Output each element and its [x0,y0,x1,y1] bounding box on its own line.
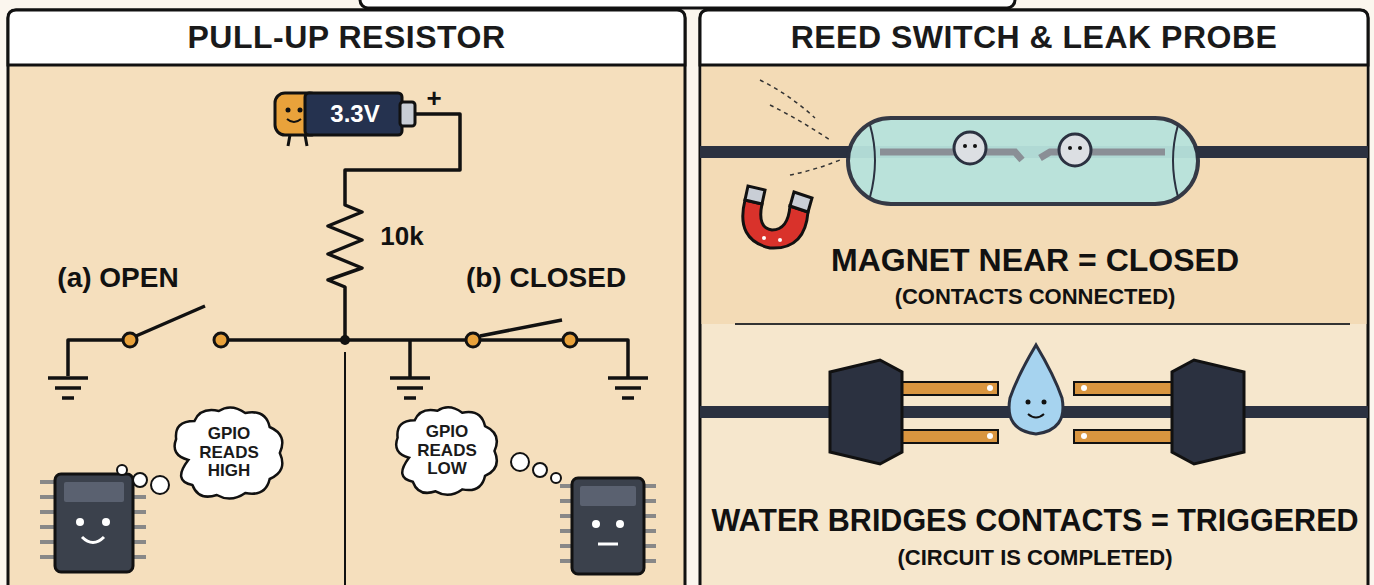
drawing-part [848,118,1198,204]
drawing-part [1059,134,1091,166]
drawing-part [533,463,547,477]
reed-switch [700,80,1368,204]
drawing-part [1009,345,1063,434]
drawing-part [298,108,303,113]
magnet [743,186,812,248]
drawing-part [598,543,618,546]
battery-voltage: 3.3V [330,100,379,128]
drawing-part [214,333,228,347]
drawing-part [1068,146,1072,150]
panel: PULL-UP RESISTOR GPIO READS HIGH GPIO READ… [8,10,685,585]
drawing-part [762,236,766,240]
caption-text: WATER BRIDGES CONTACTS = TRIGGERED [711,503,1358,538]
drawing-part [511,453,529,471]
ground-symbols [48,378,648,398]
microcontroller-low [511,453,656,574]
drawing-part [151,476,169,494]
drawing-part [702,66,1367,324]
drawing-part [760,80,840,175]
drawing-part [700,10,1368,585]
drawing-part [288,135,307,146]
drawing-part [987,385,993,391]
drawing-part [55,474,133,572]
drawing-part [123,333,137,347]
leak-probe [700,345,1368,464]
drawing-part [1081,385,1087,391]
drawing-part [900,430,998,443]
switch-state: (a) OPEN [57,262,178,294]
left-panel [8,10,685,585]
drawing-part [286,108,291,113]
drawing-part [390,378,430,398]
caption-note: (CIRCUIT IS COMPLETED) [898,545,1173,571]
drawing-part [1074,382,1176,395]
caption-note: (CONTACTS CONNECTED) [895,284,1176,310]
drawing-part [830,360,902,464]
open-switch-lever [136,306,205,336]
drawing-part [608,378,648,398]
thought-bubble: GPIO READS HIGH [168,405,290,501]
drawing-part [1026,400,1031,405]
drawing-part [1078,146,1082,150]
bubble-text: GPIO READS HIGH [168,405,290,501]
drawing-part [1042,400,1047,405]
thought-bubble: GPIO READS LOW [390,405,504,497]
drawing-part [1074,430,1176,443]
drawing-part [48,378,88,398]
drawing-part [735,323,1350,325]
drawing-part [778,238,782,242]
junction-dot [340,335,350,345]
drawing-part [580,486,636,506]
drawing-part [987,433,993,439]
drawing-part [745,186,812,212]
drawing-part [880,152,1022,160]
drawing-part [344,352,346,585]
drawing-part [551,473,561,483]
switch-contacts [123,333,577,347]
drawing-part [954,132,986,164]
drawing-part [64,482,124,502]
drawing-part [572,478,644,574]
drawing-part [82,537,104,543]
bubble-text: GPIO READS LOW [390,405,504,497]
drawing-part [408,340,412,378]
drawing-part [1172,360,1244,464]
drawing-part [1028,414,1044,418]
drawing-part [228,338,562,342]
drawing-part [900,382,998,395]
drawing-part [76,518,84,526]
drawing-part [1081,433,1087,439]
drawing-part [117,465,127,475]
caption-text: MAGNET NEAR = CLOSED [831,242,1239,279]
terminal-sign: + [426,83,441,114]
drawing-part [870,125,1178,197]
drawing-part [578,340,628,378]
drawing-part [102,518,110,526]
resistor-value: 10k [380,221,423,252]
microcontroller-high [40,465,169,572]
battery [275,93,415,146]
drawing-part [8,10,685,65]
circuit-wires [68,114,628,585]
panel-heading: PULL-UP RESISTOR [8,10,685,65]
closed-switch-lever [480,320,562,336]
drawing-part [616,520,624,528]
drawing-part [963,144,967,148]
drawing-part [287,119,301,122]
panel-heading: REED SWITCH & LEAK PROBE [700,10,1368,65]
drawing-part [68,340,124,376]
drawing-part [592,520,600,528]
switch-state: (b) CLOSED [466,262,626,294]
drawing-part [466,333,480,347]
drawing-part [973,144,977,148]
drawing-part [563,333,577,347]
drawing-part [8,10,685,585]
title-bar [360,0,1015,8]
right-panel [700,10,1368,585]
drawing-part [400,102,415,126]
drawing-part [133,473,147,487]
drawing-part [700,10,1368,65]
drawing-part [305,93,402,135]
resistor-symbol [328,195,362,340]
